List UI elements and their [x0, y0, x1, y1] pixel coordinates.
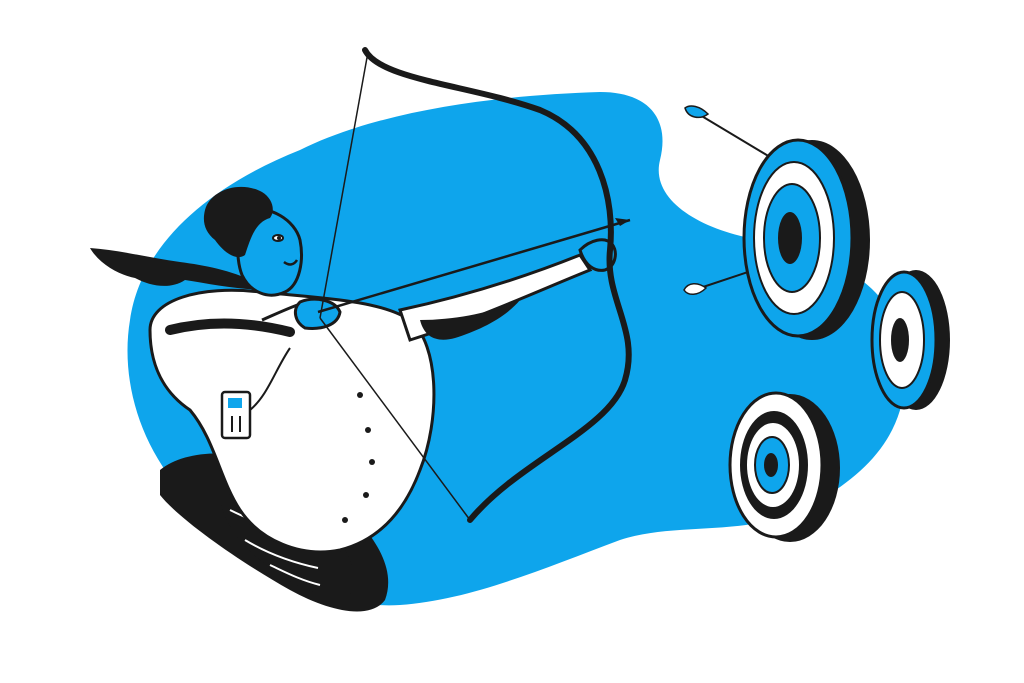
bow: [319, 47, 632, 523]
id-badge: [220, 347, 291, 440]
target-bottom: [728, 391, 840, 542]
necktie: [90, 248, 270, 290]
head: [203, 186, 303, 297]
target-large: [742, 138, 870, 340]
target-right: [870, 270, 950, 410]
bow-arm: [398, 238, 617, 342]
nocked-arrow: [317, 218, 631, 314]
